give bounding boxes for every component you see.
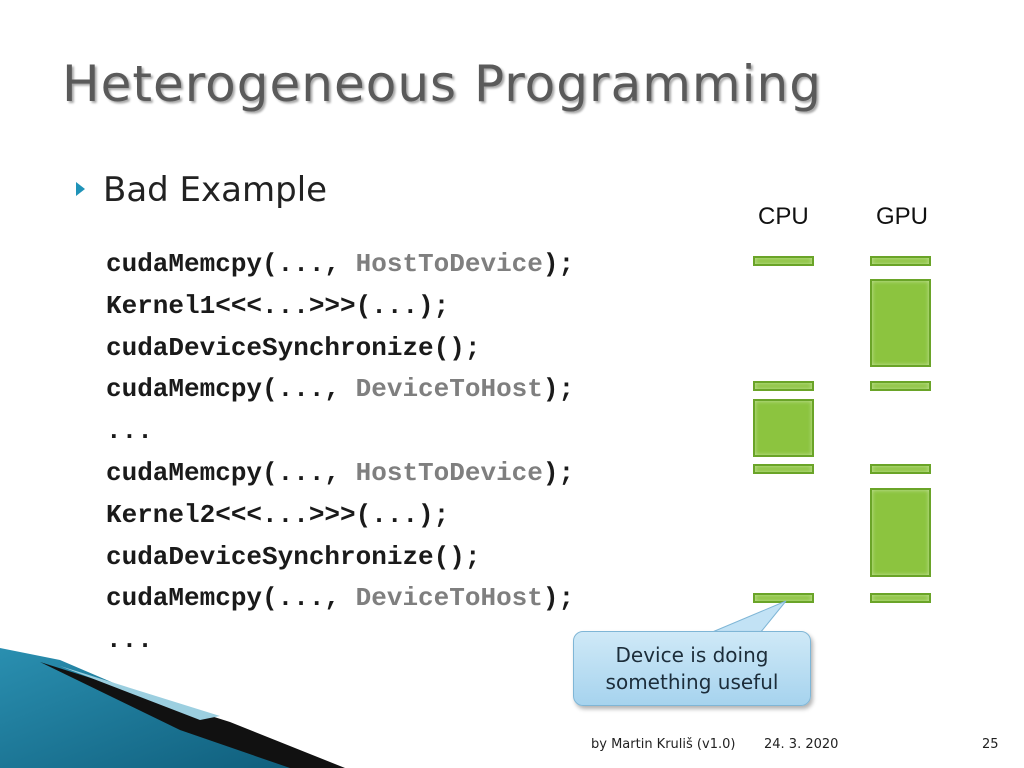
bullet-heading: Bad Example bbox=[103, 170, 328, 210]
bullet-arrow-icon bbox=[76, 182, 85, 196]
callout-line-1: Device is doing bbox=[615, 642, 769, 667]
cpu-block-work bbox=[753, 399, 814, 457]
gpu-column-label: GPU bbox=[876, 203, 929, 230]
code-line: cudaDeviceSynchronize(); bbox=[106, 332, 481, 363]
callout-box: Device is doing something useful bbox=[573, 631, 811, 706]
cpu-block-memcpy-dtoh-1 bbox=[753, 381, 814, 391]
footer-date: 24. 3. 2020 bbox=[764, 737, 839, 752]
cpu-block-memcpy-htod-2 bbox=[753, 464, 814, 474]
gpu-block-kernel2 bbox=[870, 488, 931, 577]
gpu-block-memcpy-dtoh-1 bbox=[870, 381, 931, 391]
decorative-swoosh bbox=[0, 648, 345, 768]
gpu-block-memcpy-htod-1 bbox=[870, 256, 931, 266]
code-line: cudaMemcpy(..., DeviceToHost); bbox=[106, 374, 575, 405]
code-line: Kernel1<<<...>>>(...); bbox=[106, 290, 450, 321]
cpu-column-label: CPU bbox=[758, 203, 809, 230]
gpu-block-kernel1 bbox=[870, 279, 931, 367]
code-line: cudaMemcpy(..., HostToDevice); bbox=[106, 457, 575, 488]
code-line: ... bbox=[106, 416, 153, 447]
footer-author: by Martin Kruliš (v1.0) bbox=[591, 737, 736, 752]
gpu-block-memcpy-dtoh-2 bbox=[870, 593, 931, 603]
code-line: cudaMemcpy(..., DeviceToHost); bbox=[106, 583, 575, 614]
callout-line-2: something useful bbox=[605, 669, 779, 694]
code-line: Kernel2<<<...>>>(...); bbox=[106, 499, 450, 530]
footer-page-number: 25 bbox=[982, 737, 999, 752]
code-line: cudaDeviceSynchronize(); bbox=[106, 541, 481, 572]
code-line: cudaMemcpy(..., HostToDevice); bbox=[106, 249, 575, 279]
code-line: ... bbox=[106, 625, 153, 656]
slide-title: Heterogeneous Programming bbox=[62, 55, 822, 113]
code-listing: cudaMemcpy(..., HostToDevice); Kernel1<<… bbox=[106, 244, 574, 662]
gpu-block-memcpy-htod-2 bbox=[870, 464, 931, 474]
cpu-block-memcpy-htod-1 bbox=[753, 256, 814, 266]
